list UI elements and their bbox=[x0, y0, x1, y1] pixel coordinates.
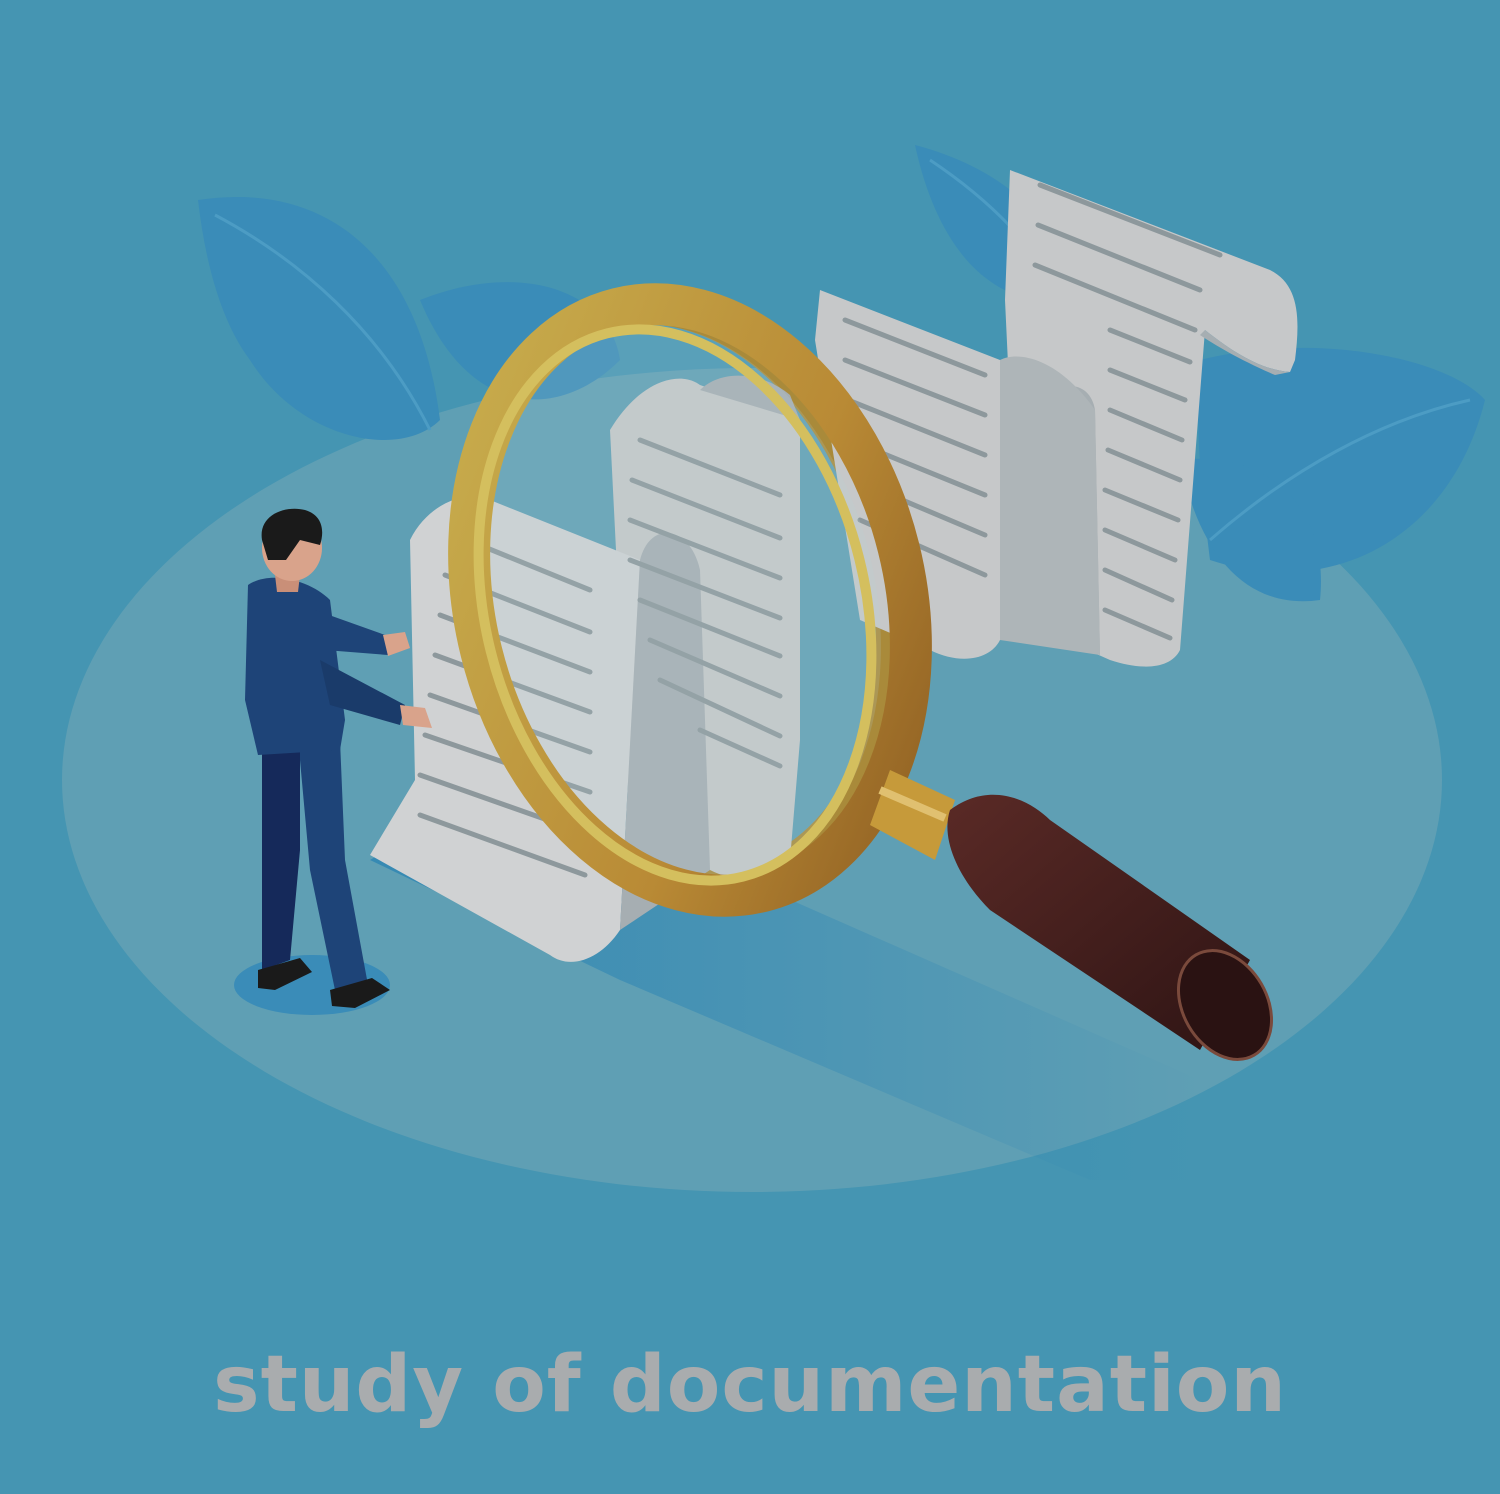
handle-end-cap bbox=[1176, 949, 1274, 1061]
magnifying-glass-icon bbox=[448, 283, 1274, 1061]
businessman-icon bbox=[234, 508, 432, 1015]
handle bbox=[947, 794, 1250, 1050]
lens-rim bbox=[448, 283, 932, 917]
lens-glass bbox=[479, 324, 881, 876]
caption-title: study of documentation bbox=[213, 1340, 1287, 1430]
